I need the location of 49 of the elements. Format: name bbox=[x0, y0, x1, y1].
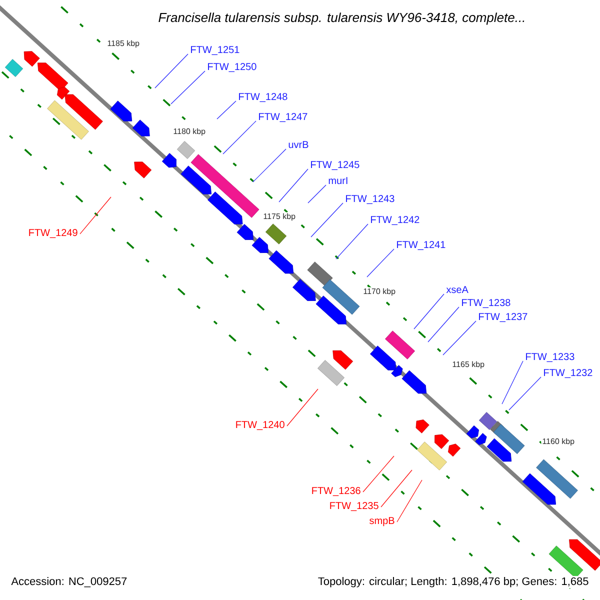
leader-line bbox=[222, 120, 256, 154]
gene-label: FTW_1232 bbox=[544, 369, 592, 378]
summary-label: Topology: circular; Length: 1,898,476 bp; Genes: 1,685 bbox=[316, 576, 590, 588]
gene-label: FTW_1249 bbox=[29, 229, 78, 238]
tick-label: 1170 kbp bbox=[362, 287, 397, 297]
leader-line bbox=[362, 456, 394, 492]
leader-line bbox=[414, 294, 444, 330]
gene-label: FTW_1236 bbox=[312, 487, 360, 496]
gene-label: uvrB bbox=[288, 141, 308, 148]
gene-label: FTW_1237 bbox=[479, 313, 528, 322]
gene-label: FTW_1251 bbox=[191, 46, 240, 55]
leader-line bbox=[278, 168, 308, 202]
gene-label: FTW_1235 bbox=[330, 502, 378, 511]
leader-line bbox=[336, 224, 368, 260]
leader-line bbox=[308, 184, 326, 204]
leader-line bbox=[170, 70, 206, 104]
leader-line bbox=[442, 320, 476, 356]
gene-label: FTW_1245 bbox=[311, 161, 360, 170]
tick-label: 1165 kbp bbox=[451, 360, 486, 370]
gene-label: FTW_1248 bbox=[239, 93, 288, 102]
title: Francisella tularensis subsp. tularensis WY96-3418, complete... bbox=[158, 12, 524, 25]
leader-line bbox=[80, 196, 112, 234]
leader-line bbox=[502, 360, 524, 404]
gene-label: FTW_1243 bbox=[346, 195, 394, 204]
accession-label: Accession: NC_009257 bbox=[10, 576, 128, 588]
leader-line bbox=[154, 54, 188, 88]
gene-label: FTW_1247 bbox=[259, 113, 308, 122]
gene-label: FTW_1233 bbox=[526, 353, 574, 362]
gene-label: FTW_1242 bbox=[371, 216, 420, 225]
tick-label: 1175 kbp bbox=[262, 212, 297, 222]
leader-line bbox=[286, 388, 318, 426]
leader-line bbox=[380, 470, 412, 508]
leader-line bbox=[216, 100, 236, 120]
tick-label: 1180 kbp bbox=[172, 127, 207, 137]
leader-line bbox=[252, 148, 286, 182]
leader-line bbox=[508, 376, 542, 410]
gene-label: xseA bbox=[446, 286, 468, 294]
gene-label: smpB bbox=[370, 517, 394, 526]
leader-line bbox=[310, 202, 344, 238]
leader-line bbox=[366, 248, 394, 278]
gene-label: murI bbox=[328, 177, 348, 184]
leader-line bbox=[428, 306, 460, 342]
gene-label: FTW_1250 bbox=[208, 63, 256, 72]
gene-label: FTW_1241 bbox=[397, 241, 446, 250]
gene-label: FTW_1240 bbox=[236, 421, 284, 430]
gene-label: FTW_1238 bbox=[462, 299, 510, 308]
tick-label: 1160 kbp bbox=[541, 437, 576, 447]
tick-label: 1185 kbp bbox=[106, 39, 141, 49]
leader-line bbox=[396, 480, 422, 522]
